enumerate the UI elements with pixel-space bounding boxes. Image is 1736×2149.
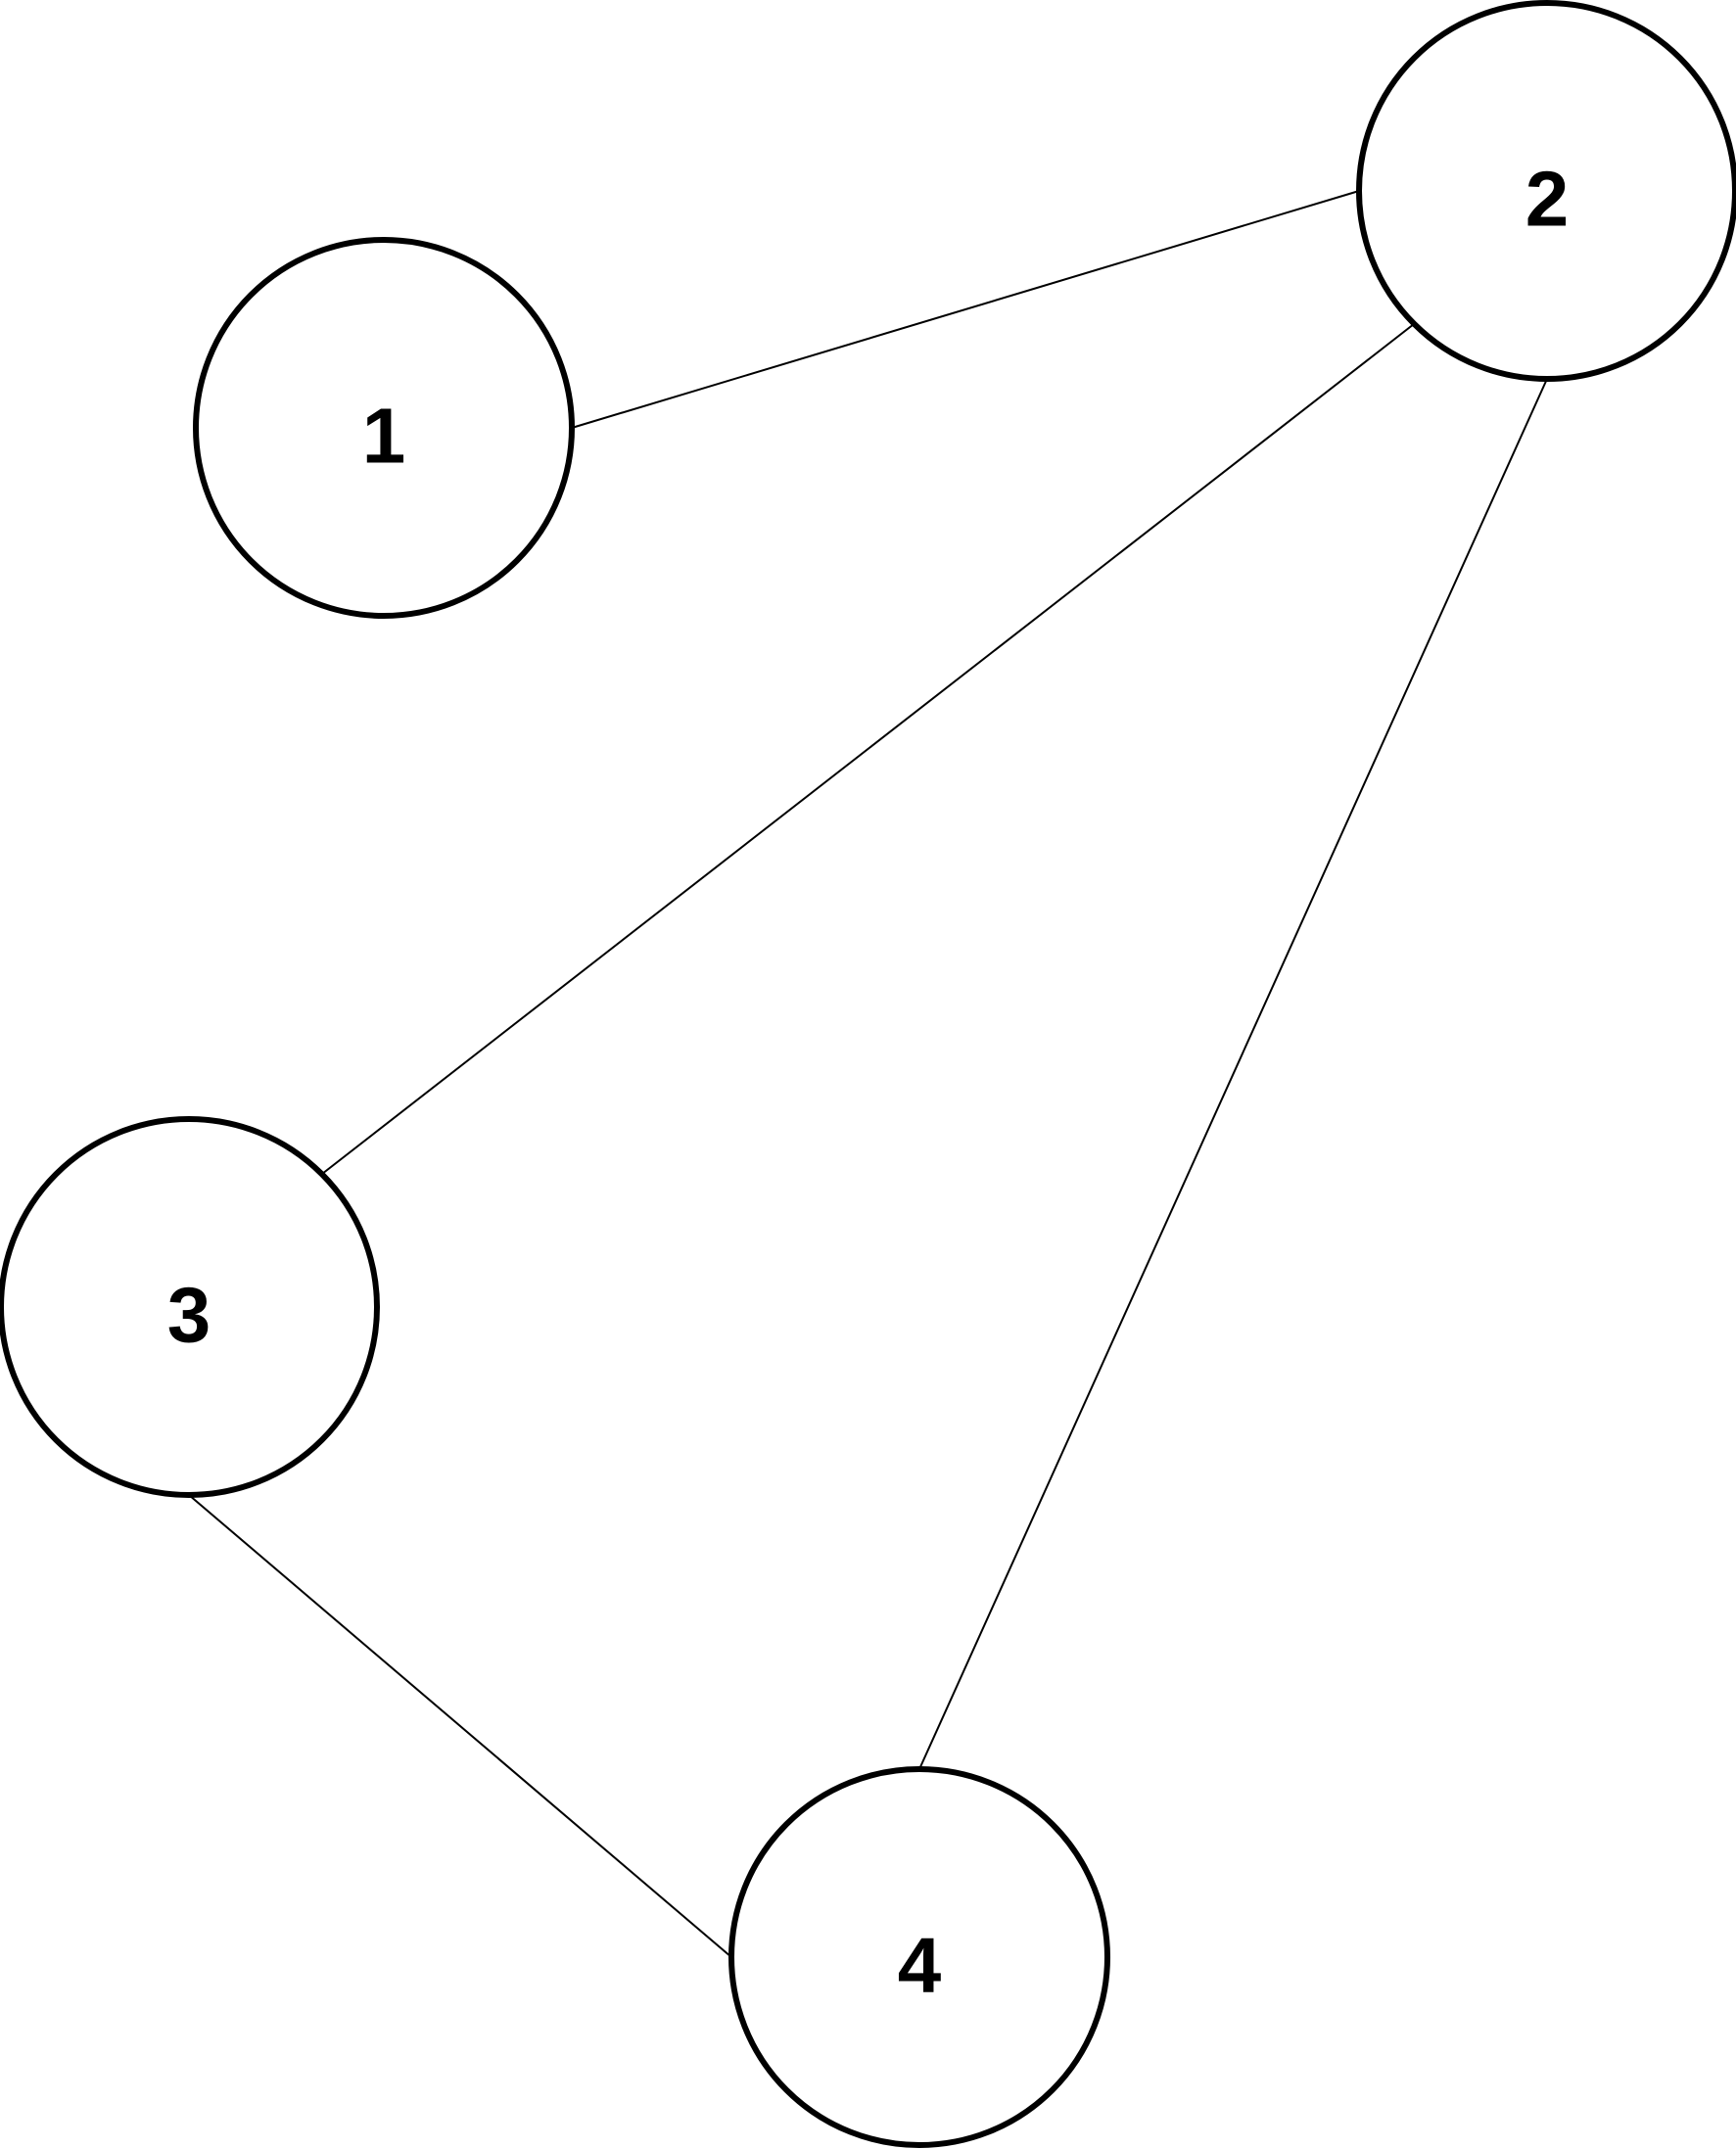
edge-1-2: [571, 190, 1360, 429]
edge-2-3: [321, 323, 1415, 1175]
edge-2-4: [918, 378, 1548, 1770]
node-4-circle: [728, 1766, 1110, 2148]
node-3-label: 3: [167, 1272, 211, 1359]
node-1-label: 1: [362, 393, 406, 480]
edge-3-4: [188, 1494, 732, 1958]
node-4-label: 4: [898, 1922, 942, 2009]
node-3-circle: [0, 1116, 380, 1498]
node-2-circle: [1356, 0, 1736, 382]
node-2-label: 2: [1525, 156, 1570, 243]
node-1-circle: [193, 237, 575, 619]
